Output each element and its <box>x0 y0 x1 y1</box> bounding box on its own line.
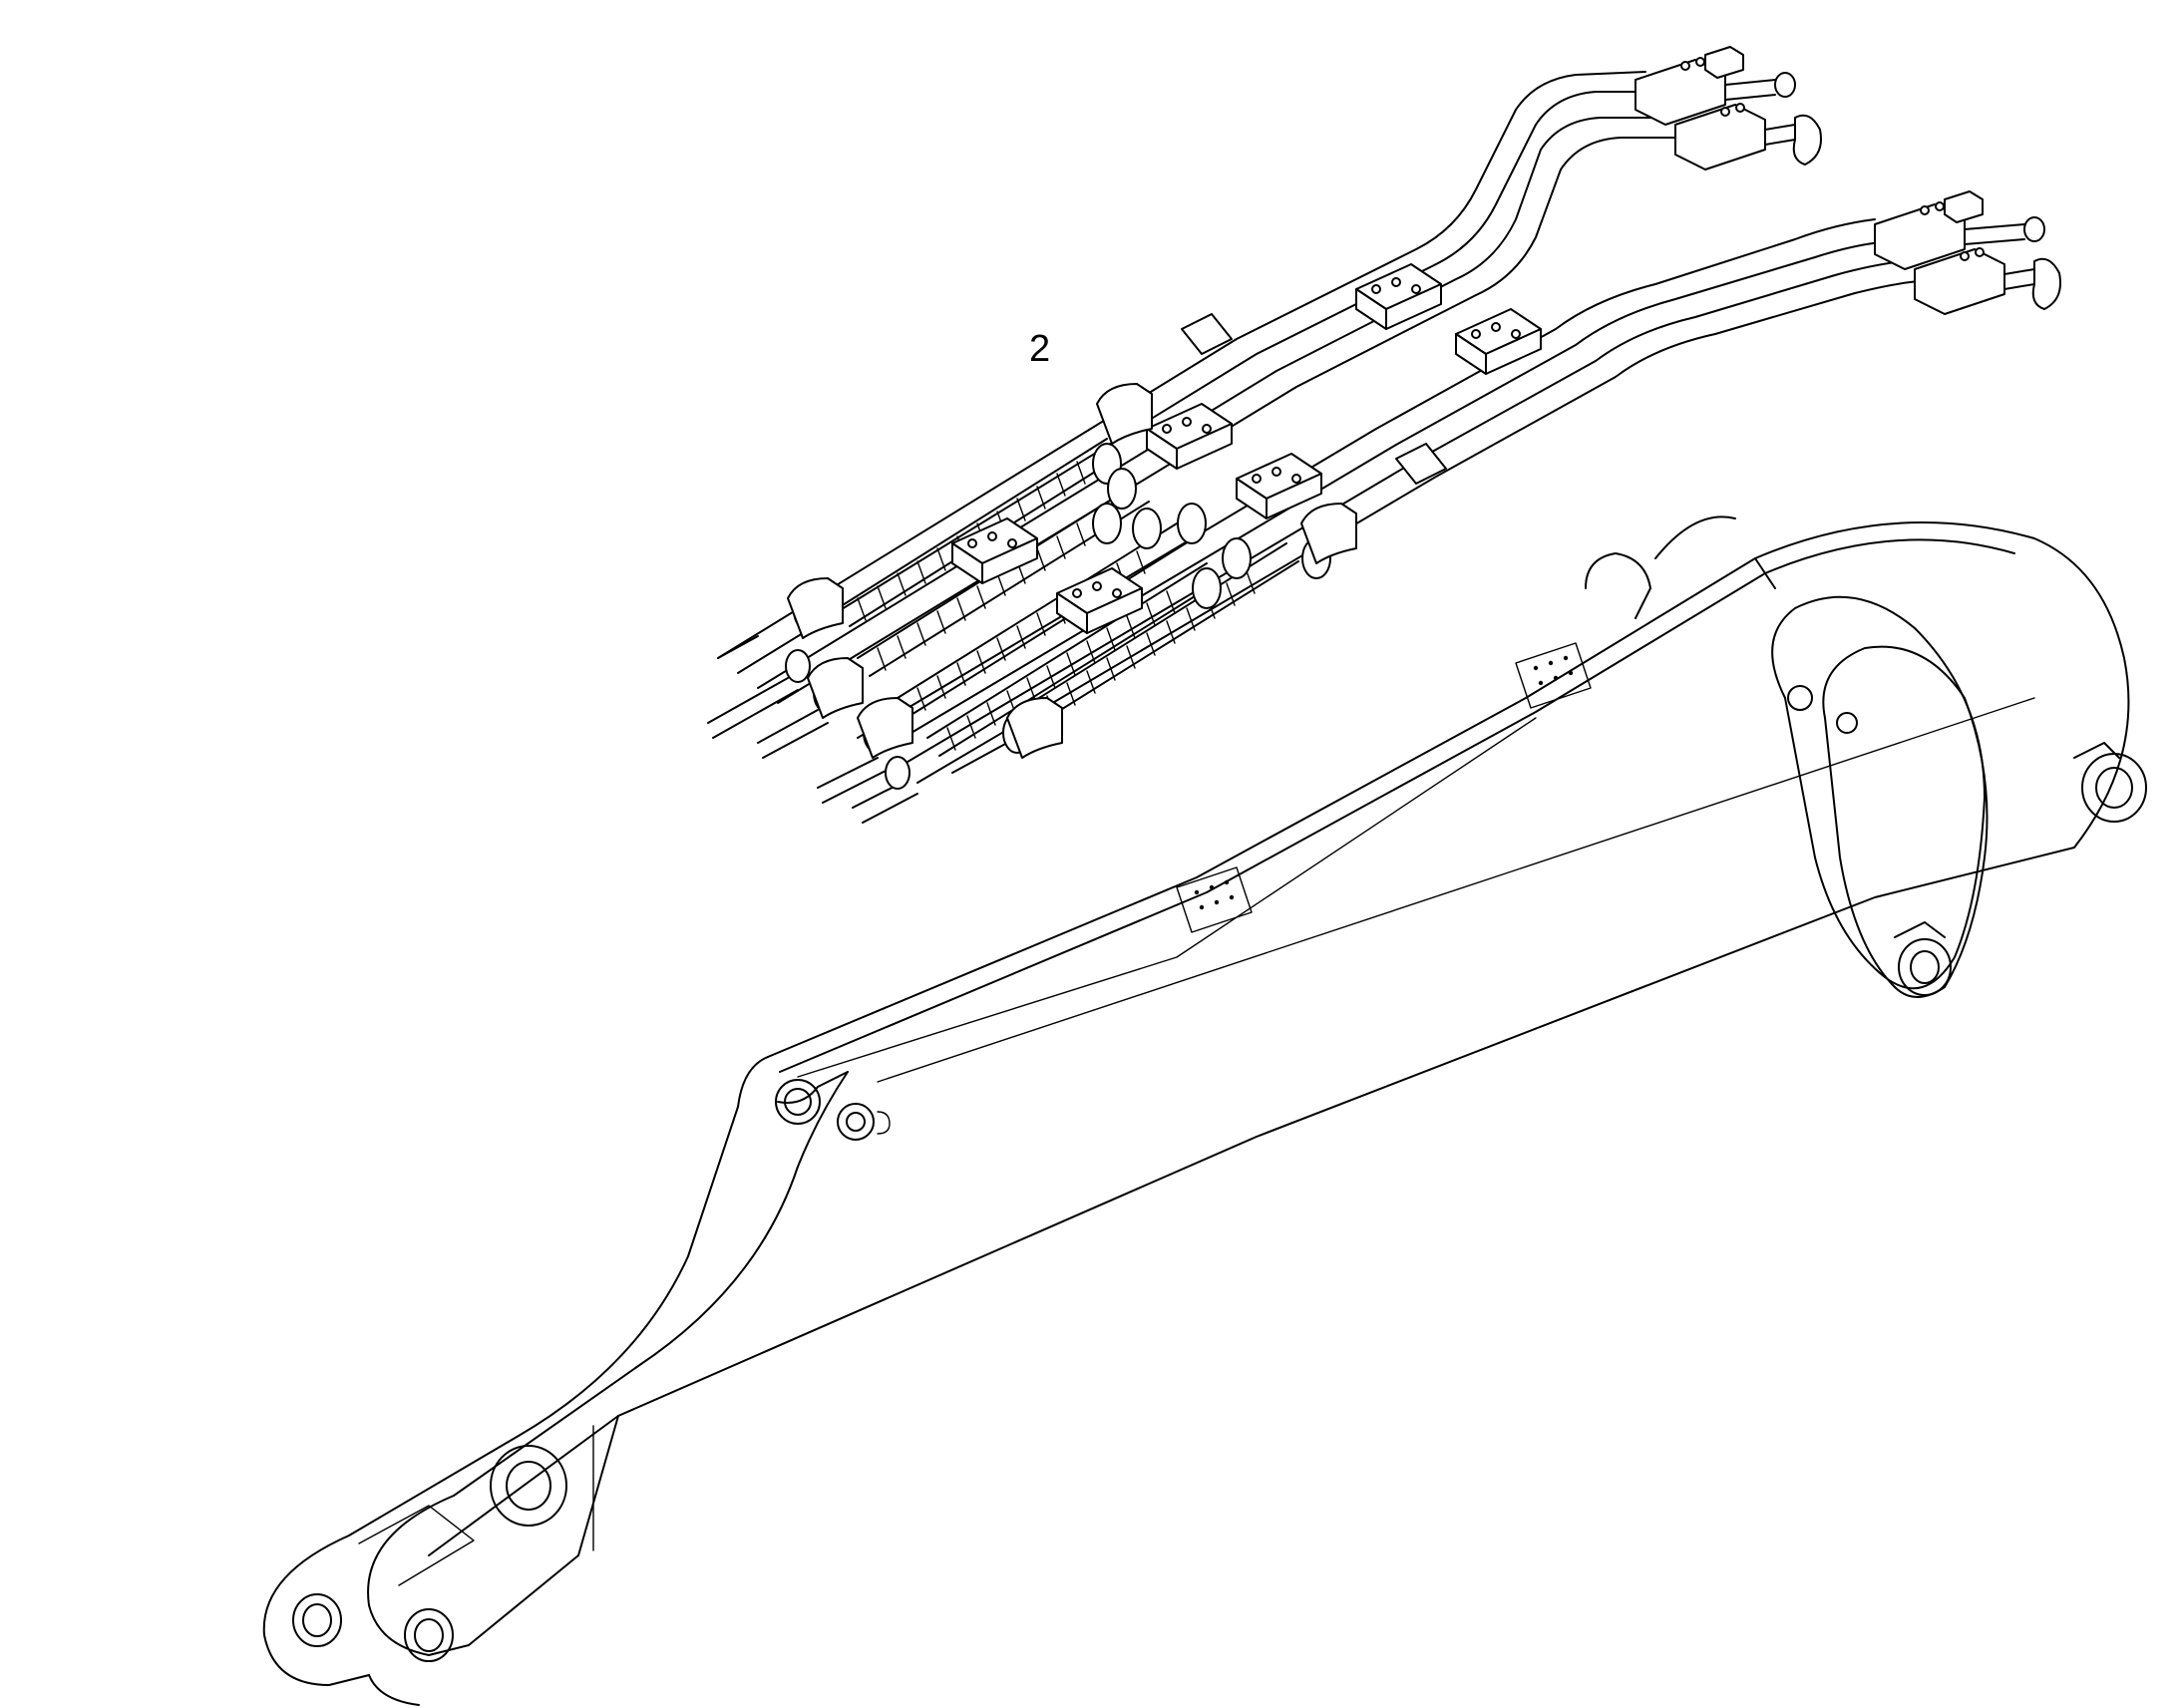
hose-bundle <box>707 46 2061 824</box>
end-fittings-lower <box>1874 190 2061 315</box>
end-fittings-upper <box>1635 46 1822 171</box>
pipe-clamps <box>951 263 1542 634</box>
callout-label-2: 2 <box>1029 328 1050 370</box>
boom-arm <box>262 515 2147 1706</box>
pad-dots <box>1194 655 1574 910</box>
hose-saddles <box>787 383 1357 759</box>
